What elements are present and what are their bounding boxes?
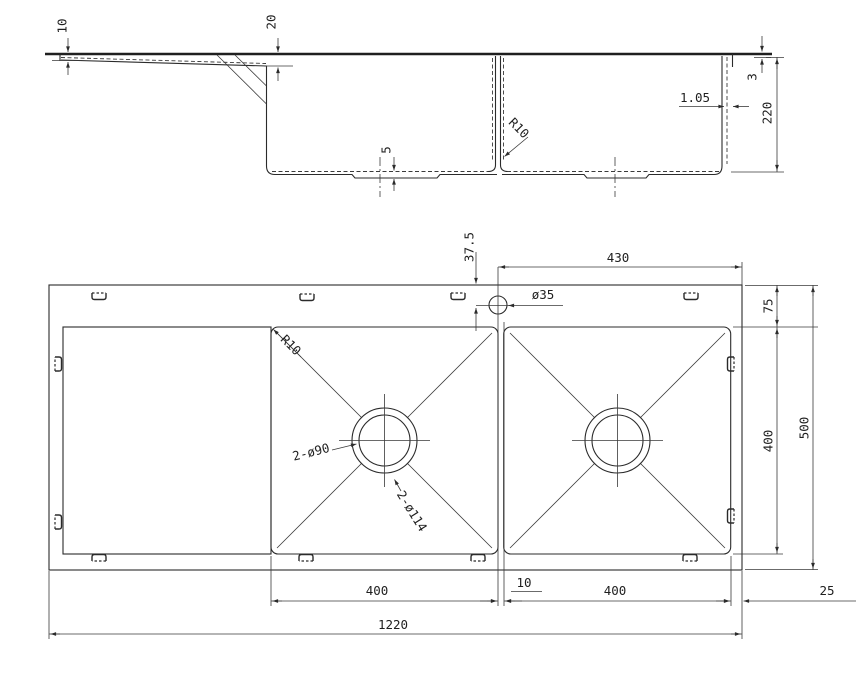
section-dimensions: 10 20 5 R10 1.05 3 220 [52, 14, 784, 191]
dim-drain-inner-leader [331, 443, 357, 451]
dim-plan-r10-leader [273, 329, 302, 358]
drainboard-hidden-line [60, 57, 267, 64]
dim-drain-inner: 2-ø90 [291, 440, 331, 464]
dim-plan-corner-radius: R10 [278, 332, 305, 359]
bowl1-drain-centerlines [339, 394, 430, 487]
dim-bowl-depth: 220 [759, 102, 774, 125]
dim-hole-offset: 37.5 [461, 232, 476, 262]
dim-bowl2-width: 400 [604, 583, 627, 598]
clip-bottom-3 [470, 553, 486, 562]
dim-bowl1-width: 400 [366, 583, 389, 598]
dim-recess-depth: 5 [378, 146, 393, 154]
clip-bottom-2 [298, 553, 314, 562]
clip-bottom-4 [682, 553, 698, 562]
dim-right-margin: 25 [819, 583, 834, 598]
drainboard-slope-line-2 [234, 54, 267, 87]
drainboard-outline [62, 326, 272, 555]
dim-bowl-height: 400 [760, 430, 775, 453]
dim-overall-width: 1220 [378, 617, 408, 632]
drainboard-slope-line-1 [216, 54, 267, 105]
divider-right-wall [499, 56, 509, 173]
dim-drain-outer: 2-ø114 [394, 488, 431, 534]
dim-left-drop: 10 [54, 18, 69, 33]
divider-left-wall [487, 56, 497, 173]
plan-dimensions: 37.5 430 ø35 75 400 500 R10 2-ø9 [49, 232, 856, 636]
clip-top-1 [91, 292, 107, 301]
dim-hole-dia: ø35 [532, 287, 555, 302]
plan-view: 37.5 430 ø35 75 400 500 R10 2-ø9 [48, 232, 856, 639]
dim-drain-outer-leader [394, 479, 402, 492]
clip-bottom-1 [91, 553, 107, 562]
mounting-clips [54, 292, 735, 562]
clip-left-2 [54, 514, 63, 530]
clip-left-1 [54, 356, 63, 372]
dim-flange-height: 3 [744, 73, 759, 81]
sink-rim-outline [48, 284, 743, 571]
bowl2-profile [502, 56, 723, 179]
dim-wall-thickness: 1.05 [680, 90, 710, 105]
bowl2-crease-lines [509, 332, 726, 549]
clip-top-4 [683, 292, 699, 301]
bowl2-drain-centerlines [572, 394, 663, 487]
dim-overall-height: 500 [796, 417, 811, 440]
clip-top-2 [299, 293, 315, 302]
dim-mid-drop: 20 [263, 14, 278, 29]
dim-rim-top: 75 [760, 298, 775, 313]
bowl1-profile [265, 66, 497, 179]
dim-section-corner-radius: R10 [506, 115, 533, 142]
bowl1-crease-lines [276, 332, 493, 549]
dim-section-r10-leader [504, 136, 529, 157]
dim-divider: 10 [516, 575, 531, 590]
dim-right-span: 430 [607, 250, 630, 265]
drainboard-surface-line [60, 59, 268, 67]
clip-top-3 [450, 292, 466, 301]
section-view: 10 20 5 R10 1.05 3 220 [45, 14, 784, 197]
